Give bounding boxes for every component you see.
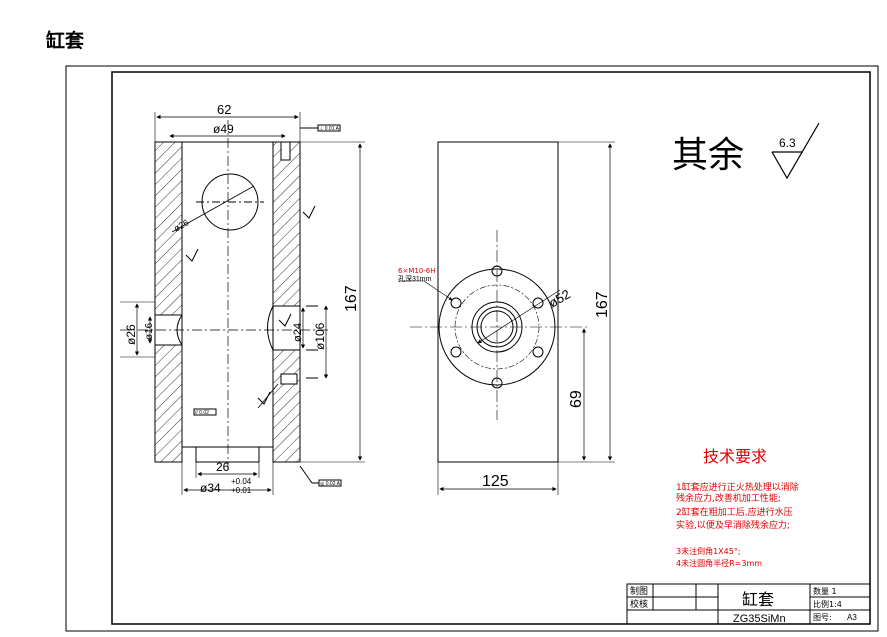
tol-frame-bottom: ◎ 0.02 A (320, 481, 341, 487)
dim-62: 62 (217, 102, 231, 117)
right-wall (272, 141, 301, 463)
section-view: 62 ø49 ø26 167 ø26 ø16 ø24 ø106 26 ø34 +… (120, 102, 365, 495)
title-block: 制图 校核 缸套 ZG35SiMn 数量 1 比例1:4 图号: A3 (626, 583, 871, 625)
dim-d49: ø49 (213, 122, 234, 136)
dim-d34: ø34 (200, 481, 221, 495)
dim-26-bottom: 26 (216, 460, 230, 474)
note-line-4: 实验,以便及早消除残余应力; (676, 519, 790, 531)
note-line-5: 3未注倒角1X45°; (676, 546, 741, 556)
tb-material: ZG35SiMn (733, 613, 786, 625)
outer-border (65, 65, 879, 632)
front-view: ø52 6×M10-6H 孔深31mm 167 69 125 (398, 141, 615, 495)
note-line-3: 2缸套在粗加工后,应进行水压 (676, 506, 793, 518)
roughness-rest-label: 其余 (672, 135, 744, 176)
tol-lower: +0.01 (231, 486, 252, 495)
dim-d52: ø52 (546, 286, 573, 310)
note-line-1: 1缸套应进行正火热处理以消除 (676, 481, 799, 493)
front-outline (437, 141, 559, 463)
dim-69: 69 (568, 390, 585, 408)
note-line-6: 4未注圆角半径R=3mm (676, 558, 762, 568)
technical-notes: 技术要求 1缸套应进行正火热处理以消除 残余应力,改善机加工性能; 2缸套在粗加… (676, 447, 799, 568)
inner-frame (111, 71, 871, 625)
dim-d24: ø24 (292, 323, 304, 342)
dim-d26-side: ø26 (124, 324, 138, 345)
tb-scale: 比例1:4 (813, 599, 842, 609)
notes-title: 技术要求 (703, 447, 767, 466)
roughness-symbol (771, 122, 820, 180)
tol-frame-top: ⊥ 0.01 A (319, 126, 340, 132)
page-title: 缸套 (46, 30, 85, 52)
tb-dwg-value: A3 (847, 613, 857, 622)
roughness-rest-value: 6.3 (779, 136, 796, 150)
tb-dwg-label: 图号: (813, 613, 832, 622)
dim-167-right: 167 (594, 291, 611, 318)
tol-upper: +0.04 (231, 477, 252, 486)
dim-167-left: 167 (343, 285, 360, 312)
tol-frame-inner: // 0.02 (195, 410, 209, 416)
tb-drawn-label: 制图 (630, 585, 648, 597)
dim-125: 125 (482, 473, 509, 490)
tb-part-name: 缸套 (742, 590, 774, 609)
left-wall (154, 141, 183, 463)
thread-callout-2: 孔深31mm (398, 274, 432, 283)
note-line-2: 残余应力,改善机加工性能; (676, 492, 781, 504)
dim-d16: ø16 (144, 322, 155, 340)
tb-check-label: 校核 (630, 598, 648, 610)
tb-qty: 数量 1 (813, 586, 837, 596)
dim-d106: ø106 (313, 322, 327, 350)
thread-callout-1: 6×M10-6H (398, 267, 436, 275)
